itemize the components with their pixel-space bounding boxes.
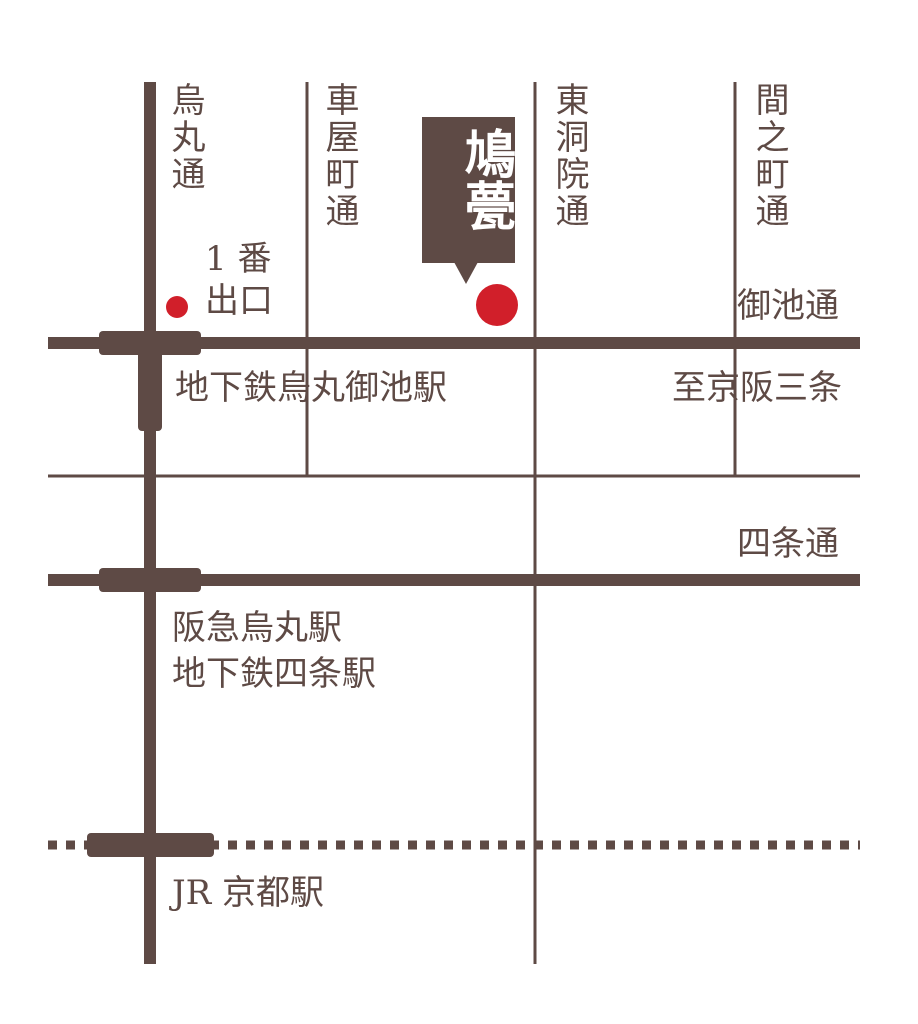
oike-station-block-v (138, 331, 162, 431)
shijo-station-block (99, 568, 201, 592)
shop-logo-pointer (454, 262, 478, 284)
station-label-shijo-hankyu: 阪急烏丸駅 (172, 608, 342, 648)
street-label-karasuma: 烏丸通 (165, 82, 205, 193)
exit-label: 1 番 出口 (205, 239, 273, 321)
exit-dot-icon (166, 296, 188, 318)
location-dot-icon (476, 284, 518, 326)
station-label-oike: 地下鉄烏丸御池駅 (175, 368, 447, 408)
street-label-ainomachi: 間之町通 (749, 82, 789, 230)
jr-station-block (87, 833, 214, 857)
station-label-jr: JR 京都駅 (172, 873, 325, 913)
station-label-keihan: 至京阪三条 (672, 368, 842, 408)
street-label-oike: 御池通 (737, 286, 839, 326)
street-label-higashinotoin: 東洞院通 (549, 82, 589, 230)
station-label-shijo-subway: 地下鉄四条駅 (172, 654, 376, 694)
shop-logo-text: 鳩甍 (455, 127, 516, 231)
street-label-kurumayamachi: 車屋町通 (319, 82, 359, 230)
shop-logo-marker: 鳩甍 (422, 117, 516, 263)
street-label-shijo: 四条通 (737, 524, 839, 564)
